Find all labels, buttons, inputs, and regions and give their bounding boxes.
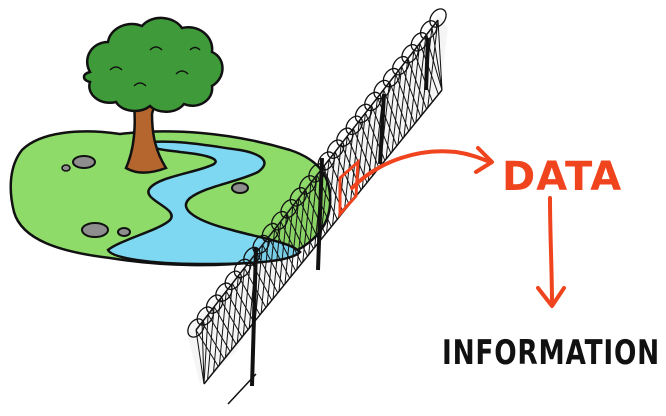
mesh-strand — [195, 329, 205, 385]
mesh-strand — [225, 291, 249, 330]
mesh-strand — [201, 322, 205, 385]
tree-icon — [82, 16, 224, 174]
coil-loop — [364, 91, 382, 112]
coil-loop — [419, 20, 438, 40]
mesh-strand — [352, 128, 374, 176]
coil-loop — [345, 115, 363, 136]
mesh-strand — [237, 275, 261, 316]
rock-icon — [231, 182, 249, 194]
fence-post — [316, 157, 324, 271]
coil-loop — [373, 79, 391, 100]
information-label: INFORMATION — [442, 333, 660, 373]
mesh-strand — [195, 329, 219, 367]
mesh-strand — [268, 236, 291, 279]
fence-post — [250, 247, 258, 387]
arrow-down-icon — [548, 196, 554, 306]
tree-canopy — [82, 16, 224, 113]
mesh-strand — [286, 213, 308, 257]
mesh-strand — [207, 314, 231, 352]
mesh-strand — [262, 244, 285, 286]
rock-icon — [72, 155, 96, 169]
mesh-strand — [292, 205, 314, 249]
mesh-strand — [431, 27, 443, 91]
mesh-strand — [280, 221, 303, 264]
mesh-strand — [407, 58, 427, 110]
coil-loop — [196, 306, 215, 326]
mesh-strand — [358, 120, 380, 169]
barbed-wire-icon — [187, 8, 447, 338]
mesh-strand — [298, 198, 320, 242]
rock-icon — [117, 227, 131, 237]
fence-post — [424, 37, 430, 91]
rock-icon — [61, 164, 71, 172]
coil-loop — [224, 270, 242, 291]
coil-loop — [187, 318, 205, 338]
coil-loop — [410, 32, 429, 52]
mesh-strand — [256, 252, 279, 294]
mesh-strand — [219, 298, 243, 338]
gap-window-icon — [338, 158, 360, 218]
coil-loop — [261, 222, 280, 243]
landscape-scene — [9, 130, 332, 267]
ground-line — [227, 373, 257, 405]
fence-icon — [186, 8, 448, 405]
coil-loop — [392, 55, 410, 76]
coil-loop — [298, 175, 317, 195]
coil-loop — [354, 103, 373, 124]
coil-loop — [326, 139, 345, 159]
fence-mesh-lines — [195, 19, 443, 385]
coil-loop — [215, 282, 233, 303]
coil-loop — [336, 127, 354, 148]
coil-loop — [233, 258, 252, 279]
mesh-strand — [201, 321, 225, 360]
mesh-strand — [389, 81, 410, 132]
coil-loop — [289, 187, 308, 207]
mesh-strand — [383, 89, 404, 139]
fence-post — [378, 93, 386, 165]
mesh-strand — [213, 306, 237, 345]
mesh-edge — [203, 89, 443, 385]
mesh-strand — [377, 97, 398, 147]
mesh-strand — [413, 50, 433, 102]
mesh-strand — [346, 136, 368, 183]
mesh-strand — [401, 66, 422, 117]
coil-loop — [401, 43, 419, 64]
coil-loop — [271, 210, 289, 231]
mesh-strand — [395, 74, 416, 124]
mesh-strand — [419, 43, 439, 95]
coil-loop — [205, 294, 224, 314]
mesh-strand — [207, 306, 215, 380]
river-icon — [106, 140, 302, 266]
arrow-right-icon — [350, 149, 492, 190]
mesh-strand — [304, 190, 326, 235]
mesh-strand — [203, 314, 209, 385]
mesh-strand — [437, 19, 443, 91]
mesh-edge — [195, 19, 439, 331]
mesh-strand — [274, 229, 297, 272]
coil-loop — [382, 67, 401, 88]
rock-icon — [81, 222, 109, 238]
coil-loop — [280, 198, 298, 219]
coil-loop — [429, 8, 447, 28]
data-label: DATA — [502, 154, 622, 200]
mesh-strand — [231, 283, 255, 323]
